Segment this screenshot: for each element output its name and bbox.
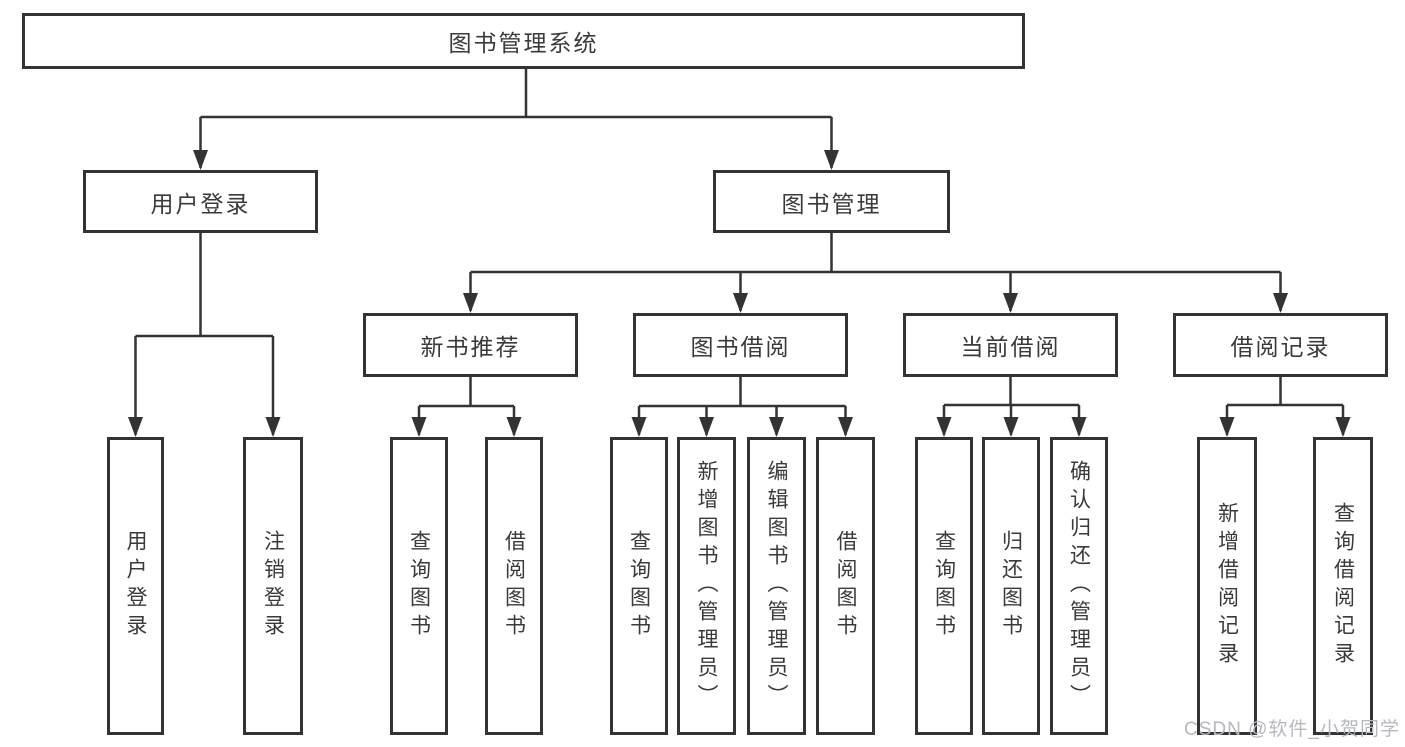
node-leaf-current-confirm-return-admin: 确认归还（管理员） [1050, 437, 1108, 735]
leaf-label: 新增图书（管理员） [695, 460, 718, 712]
leaf-label: 用户登录 [124, 530, 147, 642]
leaf-label: 编辑图书（管理员） [765, 460, 788, 712]
node-leaf-logout-login: 注销登录 [243, 437, 303, 735]
leaf-label: 借阅图书 [502, 530, 526, 642]
connector-new-book-recommend-to-leaves [411, 377, 522, 437]
node-leaf-current-query-books: 查询图书 [915, 437, 973, 735]
connector-book-management-to-level3 [463, 233, 1288, 313]
leaf-label: 确认归还（管理员） [1067, 460, 1091, 712]
leaf-label: 借阅图书 [834, 530, 857, 642]
connector-borrow-records-to-leaves [1219, 377, 1351, 437]
node-leaf-borrow-borrow-books: 借阅图书 [816, 437, 875, 735]
node-leaf-borrow-query-books: 查询图书 [610, 437, 668, 735]
node-leaf-borrow-edit-books-admin: 编辑图书（管理员） [747, 437, 806, 735]
node-root-system: 图书管理系统 [22, 13, 1025, 69]
node-leaf-current-return-books: 归还图书 [982, 437, 1040, 735]
connector-root-to-level2 [193, 69, 839, 170]
node-leaf-recommend-borrow-books: 借阅图书 [485, 437, 543, 735]
leaf-label: 查询图书 [407, 530, 431, 642]
node-leaf-recommend-query-books: 查询图书 [390, 437, 448, 735]
leaf-label: 查询借阅记录 [1331, 502, 1355, 670]
node-new-book-recommend: 新书推荐 [363, 313, 578, 377]
node-user-login: 用户登录 [83, 170, 318, 233]
connector-current-borrow-to-leaves [936, 377, 1087, 437]
leaf-label: 注销登录 [261, 530, 285, 642]
node-leaf-user-login: 用户登录 [107, 437, 164, 735]
leaf-label: 查询图书 [627, 530, 651, 642]
connector-user-login-to-leaves [128, 233, 281, 437]
watermark: CSDN @软件_小贺同学 [1184, 719, 1400, 740]
connector-book-borrow-to-leaves [631, 377, 853, 437]
leaf-label: 查询图书 [932, 530, 956, 642]
leaf-label: 新增借阅记录 [1215, 502, 1239, 670]
node-current-borrow: 当前借阅 [903, 313, 1118, 377]
node-book-management: 图书管理 [713, 170, 950, 233]
leaf-label: 归还图书 [999, 530, 1023, 642]
node-leaf-borrow-add-books-admin: 新增图书（管理员） [677, 437, 736, 735]
node-leaf-records-query-record: 查询借阅记录 [1313, 437, 1373, 735]
node-book-borrow: 图书借阅 [633, 313, 848, 377]
node-borrow-records: 借阅记录 [1173, 313, 1388, 377]
node-leaf-records-add-record: 新增借阅记录 [1197, 437, 1257, 735]
